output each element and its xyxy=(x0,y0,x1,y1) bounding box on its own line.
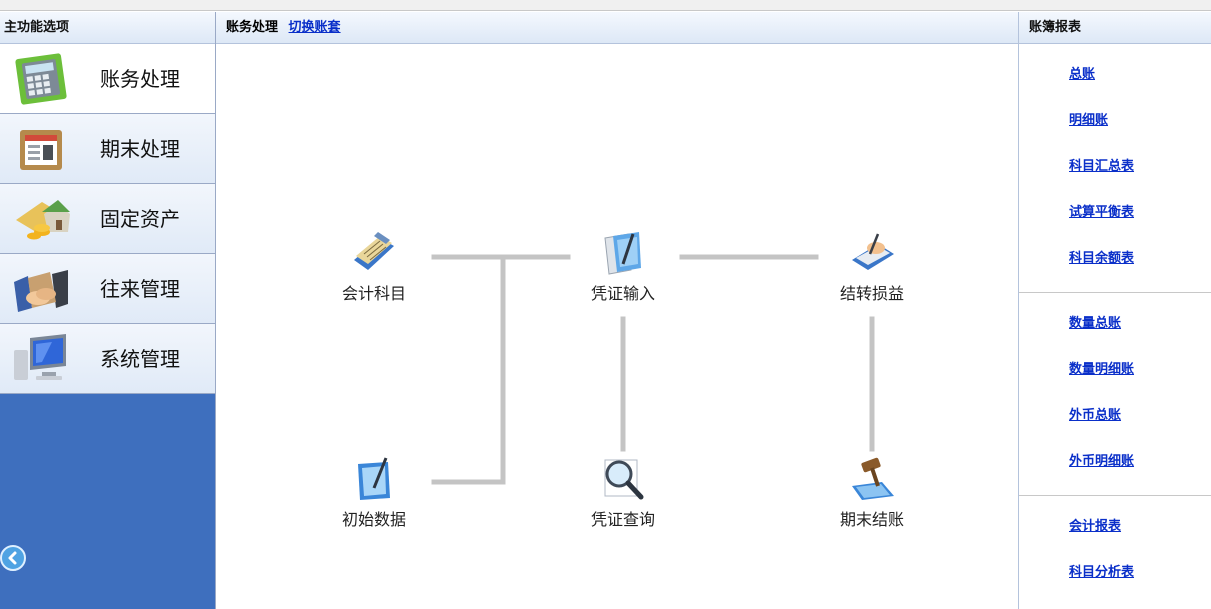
report-group-quantity-currency: 数量总账 数量明细账 外币总账 外币明细账 xyxy=(1019,293,1211,496)
flow-connectors xyxy=(431,254,875,485)
voucher-edit-icon xyxy=(604,232,641,275)
report-link-foreign-ledger[interactable]: 外币总账 xyxy=(1069,408,1122,423)
report-group-statements: 会计报表 科目分析表 xyxy=(1019,496,1211,606)
sidebar-item-period-end[interactable]: 期末处理 xyxy=(0,114,215,184)
sidebar-item-label: 往来管理 xyxy=(100,277,180,301)
sidebar-item-label: 固定资产 xyxy=(100,207,180,231)
gavel-icon xyxy=(852,457,894,500)
note-pen-icon xyxy=(358,457,390,500)
node-label: 结转损益 xyxy=(839,284,904,303)
signing-hand-icon xyxy=(852,233,894,270)
sidebar-item-label: 系统管理 xyxy=(100,347,180,371)
computer-icon xyxy=(14,334,66,380)
report-link-detail-ledger[interactable]: 明细账 xyxy=(1069,113,1109,128)
sidebar-item-label: 期末处理 xyxy=(100,137,180,161)
chevron-left-icon xyxy=(8,551,17,565)
node-voucher-query[interactable]: 凭证查询 xyxy=(568,456,678,530)
node-carry-forward[interactable]: 结转损益 xyxy=(817,230,927,304)
ledger-reports-panel: 账簿报表 总账 明细账 科目汇总表 试算平衡表 科目余额表 数量总账 数量明细账… xyxy=(1018,12,1211,609)
sidebar-item-transactions[interactable]: 往来管理 xyxy=(0,254,215,324)
workspace-title: 账务处理 xyxy=(226,20,279,35)
sidebar-item-label: 账务处理 xyxy=(100,67,180,91)
report-link-foreign-detail[interactable]: 外币明细账 xyxy=(1069,454,1135,469)
workspace-header: 账务处理 切换账套 xyxy=(216,12,1018,44)
accounting-workspace: 账务处理 切换账套 会计科目 xyxy=(216,12,1018,609)
magnifier-icon xyxy=(604,459,644,500)
report-group-ledgers: 总账 明细账 科目汇总表 试算平衡表 科目余额表 xyxy=(1019,44,1211,293)
process-flow: 会计科目 凭证输入 结转损益 xyxy=(216,44,1018,609)
report-link-subject-balance[interactable]: 科目余额表 xyxy=(1069,251,1135,266)
switch-account-link[interactable]: 切换账套 xyxy=(288,20,341,35)
node-label: 期末结账 xyxy=(839,510,904,529)
sidebar-item-fixed-assets[interactable]: 固定资产 xyxy=(0,184,215,254)
window-top-bar xyxy=(0,0,1211,11)
sidebar-item-system[interactable]: 系统管理 xyxy=(0,324,215,394)
node-account-subjects[interactable]: 会计科目 xyxy=(319,230,429,304)
sidebar-header: 主功能选项 xyxy=(0,12,215,44)
collapse-sidebar-button[interactable] xyxy=(0,545,26,571)
main-function-sidebar: 主功能选项 账务处理 期末处理 xyxy=(0,12,216,609)
node-voucher-input[interactable]: 凭证输入 xyxy=(568,230,678,304)
node-label: 凭证查询 xyxy=(590,510,655,529)
calculator-icon xyxy=(15,53,67,105)
report-link-subject-analysis[interactable]: 科目分析表 xyxy=(1069,565,1135,580)
ledger-book-icon xyxy=(354,232,394,270)
sidebar-item-accounting[interactable]: 账务处理 xyxy=(0,44,215,114)
report-link-general-ledger[interactable]: 总账 xyxy=(1069,67,1096,82)
report-link-quantity-ledger[interactable]: 数量总账 xyxy=(1069,316,1122,331)
report-link-trial-balance[interactable]: 试算平衡表 xyxy=(1069,205,1135,220)
node-label: 初始数据 xyxy=(341,510,406,529)
report-link-accounting-statements[interactable]: 会计报表 xyxy=(1069,519,1122,534)
node-initial-data[interactable]: 初始数据 xyxy=(319,456,429,530)
house-coins-icon xyxy=(16,200,70,240)
report-link-quantity-detail[interactable]: 数量明细账 xyxy=(1069,362,1135,377)
node-label: 会计科目 xyxy=(341,284,406,303)
report-link-subject-summary[interactable]: 科目汇总表 xyxy=(1069,159,1135,174)
node-period-close[interactable]: 期末结账 xyxy=(817,456,927,530)
reports-header: 账簿报表 xyxy=(1019,12,1211,44)
node-label: 凭证输入 xyxy=(590,284,655,303)
calendar-icon xyxy=(20,130,62,170)
handshake-icon xyxy=(14,270,68,312)
